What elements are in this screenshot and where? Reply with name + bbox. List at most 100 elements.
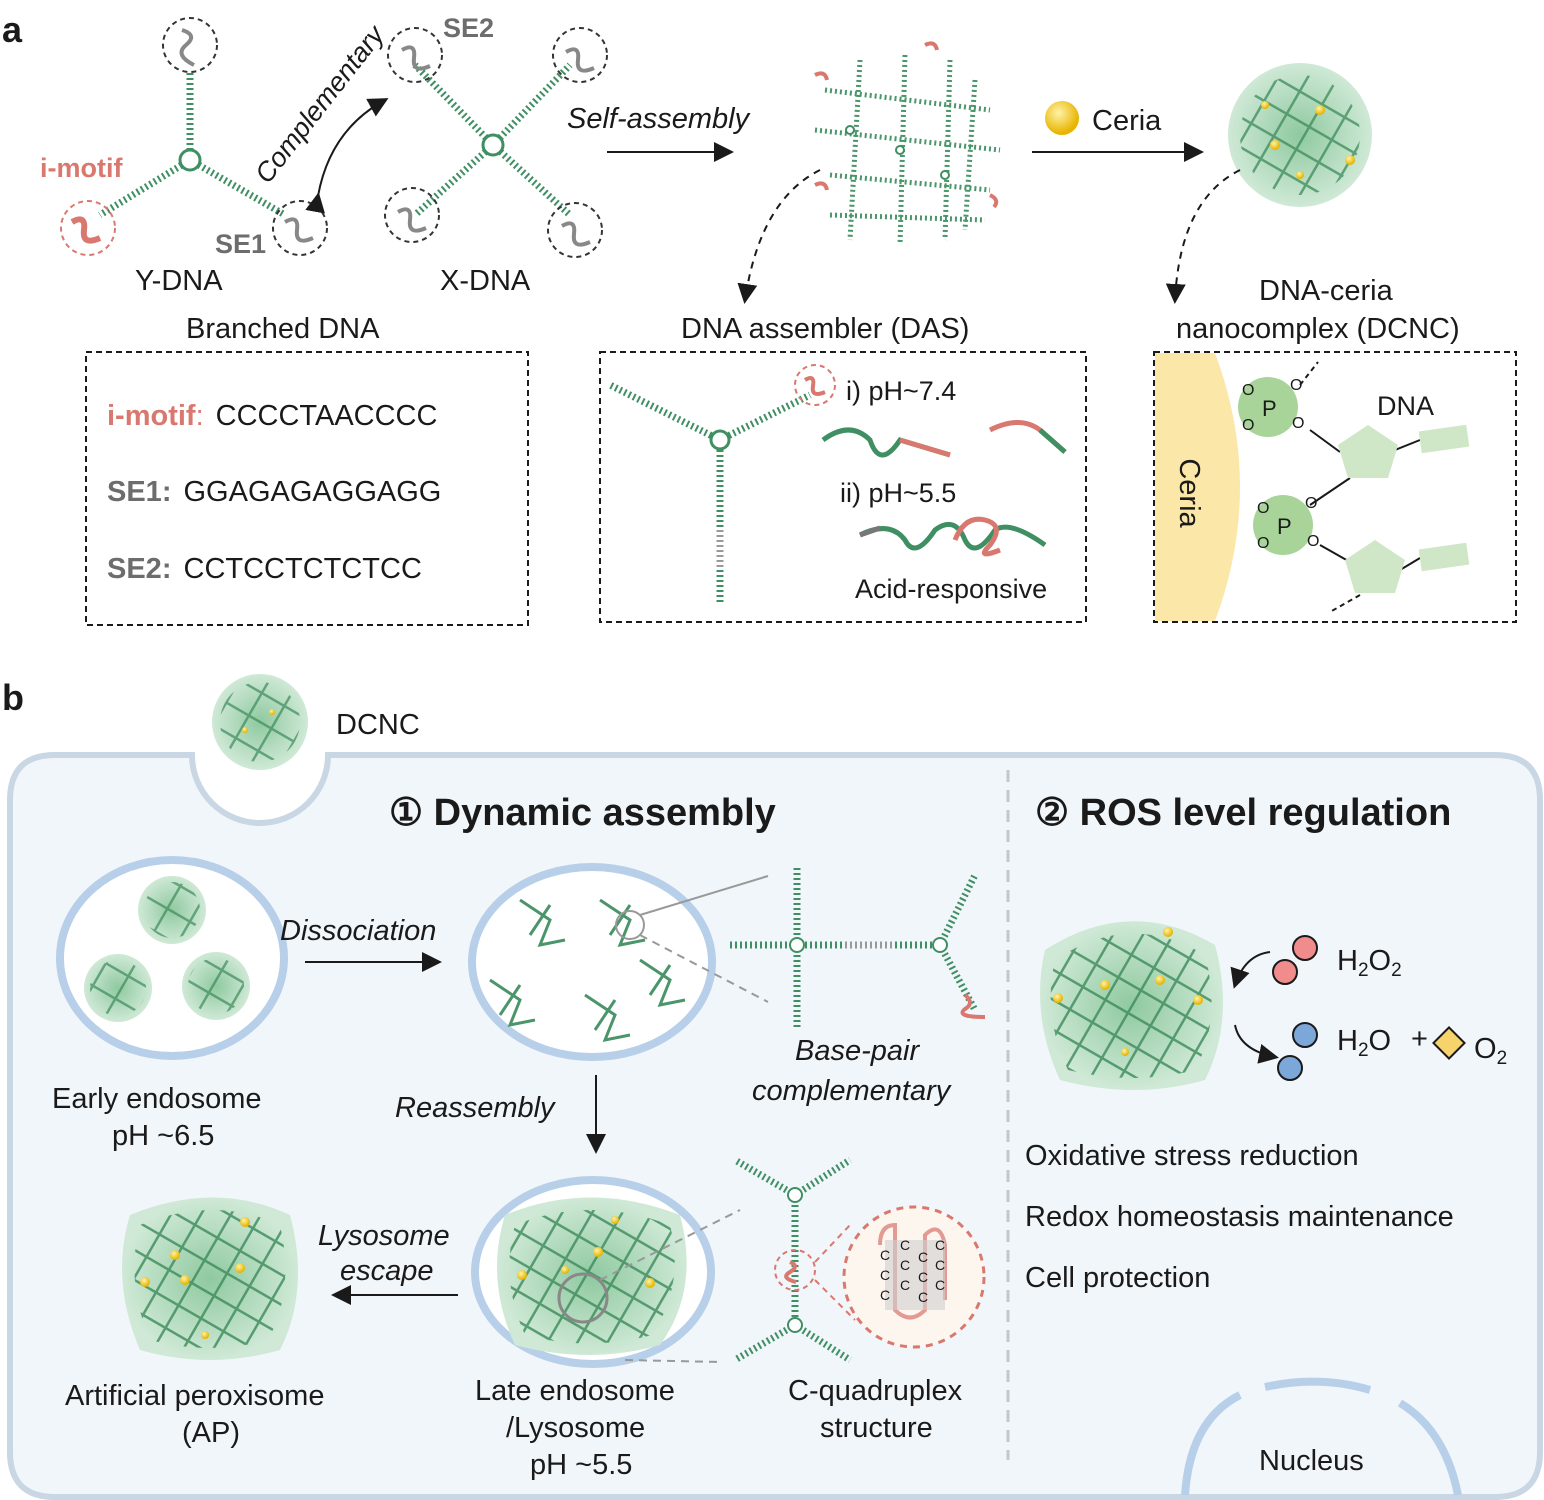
se2-label: SE2	[443, 13, 494, 43]
svg-text:O: O	[1242, 417, 1254, 434]
svg-text:C: C	[880, 1267, 890, 1283]
early-endosome	[56, 856, 288, 1060]
imotif-label: i-motif	[40, 153, 123, 183]
svg-text:C: C	[918, 1249, 928, 1265]
svg-text:C: C	[935, 1237, 945, 1253]
dcnc-sphere	[1228, 63, 1372, 207]
base-pair-label-1: Base-pair	[795, 1035, 920, 1067]
o2-molecule	[1432, 1026, 1466, 1060]
effect-oxidative-stress: Oxidative stress reduction	[1025, 1140, 1359, 1172]
svg-text:C: C	[880, 1247, 890, 1263]
das-zoom-arrow	[737, 169, 821, 304]
effect-cell-protection: Cell protection	[1025, 1262, 1210, 1294]
ceria-arrow-label: Ceria	[1092, 105, 1162, 137]
dissociation-label: Dissociation	[280, 915, 436, 947]
se1-label: SE1	[215, 229, 266, 259]
y-dna-structure	[60, 17, 328, 256]
c-quadruplex-label-2: structure	[820, 1412, 933, 1444]
x-dna-label: X-DNA	[440, 265, 531, 297]
das-box	[599, 351, 1087, 623]
svg-text:O: O	[1292, 415, 1304, 432]
sugar-pentagon-2	[1345, 540, 1405, 593]
ap-catalyst	[1040, 921, 1223, 1090]
zoom-line-3	[599, 1209, 741, 1281]
sequence-box	[85, 351, 529, 626]
seq-se1: SE1:GGAGAGAGGAGG	[107, 476, 441, 508]
dcnc-title-2: nanocomplex (DCNC)	[1176, 313, 1460, 345]
nucleus-label: Nucleus	[1259, 1445, 1364, 1477]
zoom-line-4	[624, 1359, 721, 1363]
dcnc-zoom-arrow	[1165, 169, 1241, 304]
das-title: DNA assembler (DAS)	[681, 313, 969, 345]
strand-linear-green-2	[1038, 428, 1067, 454]
late-endosome-label-2: /Lysosome	[506, 1412, 645, 1444]
dcnc-title-1: DNA-ceria	[1259, 275, 1394, 307]
ph-5-5-label: ii) pH~5.5	[840, 478, 956, 508]
x-dna-structure	[384, 27, 608, 258]
artificial-peroxisome-label: Artificial peroxisome	[65, 1380, 324, 1412]
late-endosome-label-1: Late endosome	[475, 1375, 675, 1407]
self-assembly-label: Self-assembly	[567, 103, 751, 135]
svg-text:C: C	[918, 1269, 928, 1285]
nucleus	[1181, 1377, 1462, 1496]
ceria-surface	[1155, 353, 1240, 621]
backbone-bonds	[1299, 361, 1421, 613]
svg-text:P: P	[1277, 514, 1292, 539]
ceria-nanoparticle-icon	[1045, 101, 1079, 135]
svg-text:O: O	[1257, 535, 1269, 552]
svg-text:C: C	[935, 1257, 945, 1273]
h2o-molecule-2	[1277, 1055, 1303, 1081]
late-endosome	[471, 1176, 715, 1368]
h2o2-label: H2O2	[1337, 945, 1402, 981]
base-pair-structure	[730, 868, 986, 1030]
base-pair-label-2: complementary	[752, 1075, 952, 1107]
h2o2-molecule-1	[1292, 935, 1318, 961]
seq-imotif: i-motif:CCCCTAACCCC	[107, 400, 437, 432]
acid-responsive-label: Acid-responsive	[855, 574, 1047, 604]
dna-label: DNA	[1377, 391, 1434, 421]
branched-dna-title: Branched DNA	[186, 313, 380, 345]
strand-linear-green	[821, 427, 951, 458]
h2o-molecule-1	[1292, 1022, 1318, 1048]
svg-text:O: O	[1307, 533, 1319, 550]
phosphate-group-2: P O O O O	[1253, 495, 1319, 555]
dcnc-box	[1153, 351, 1517, 623]
h2o2-molecule-2	[1272, 959, 1298, 985]
ceria-surface-label: Ceria	[1173, 458, 1205, 528]
section-dynamic-assembly: ① Dynamic assembly	[389, 792, 776, 834]
panel-a-label: a	[2, 9, 23, 50]
strand-folded-red	[952, 516, 1001, 557]
base-block-1	[1418, 424, 1470, 454]
svg-text:C: C	[918, 1289, 928, 1305]
section-ros-regulation: ② ROS level regulation	[1035, 792, 1451, 834]
plus-sign: +	[1411, 1023, 1428, 1055]
svg-text:C: C	[880, 1287, 890, 1303]
complementary-label: Complementary	[249, 19, 391, 189]
dcnc-entering-particle	[212, 674, 308, 770]
dcnc-label: DCNC	[336, 709, 420, 741]
strand-linear-red	[899, 437, 951, 458]
late-endosome-ph: pH ~5.5	[530, 1449, 632, 1481]
svg-text:C: C	[900, 1257, 910, 1273]
svg-text:O: O	[1242, 382, 1254, 399]
dissociated-endosome	[468, 863, 716, 1061]
y-dna-label: Y-DNA	[135, 265, 223, 297]
phosphate-group-1: P O O O O	[1238, 377, 1304, 437]
svg-text:O: O	[1290, 377, 1302, 394]
reassembly-label: Reassembly	[395, 1092, 556, 1124]
c-quadruplex-label-1: C-quadruplex	[788, 1375, 963, 1407]
svg-text:C: C	[900, 1277, 910, 1293]
effect-redox-homeostasis: Redox homeostasis maintenance	[1025, 1201, 1454, 1233]
svg-text:C: C	[900, 1237, 910, 1253]
artificial-peroxisome-abbrev: (AP)	[182, 1417, 240, 1449]
lysosome-escape-label-1: Lysosome	[318, 1220, 450, 1252]
complementary-arrow	[305, 98, 389, 214]
zoom-line-2	[639, 934, 769, 1003]
svg-text:P: P	[1262, 396, 1277, 421]
c-quadruplex-structure: C C C C C C C C C C C C	[733, 1156, 986, 1364]
panel-b-label: b	[2, 677, 24, 718]
svg-text:O: O	[1257, 500, 1269, 517]
strand-linear-red-2	[988, 420, 1067, 454]
zoom-line-1	[639, 875, 769, 916]
ph-7-4-label: i) pH~7.4	[846, 376, 956, 406]
